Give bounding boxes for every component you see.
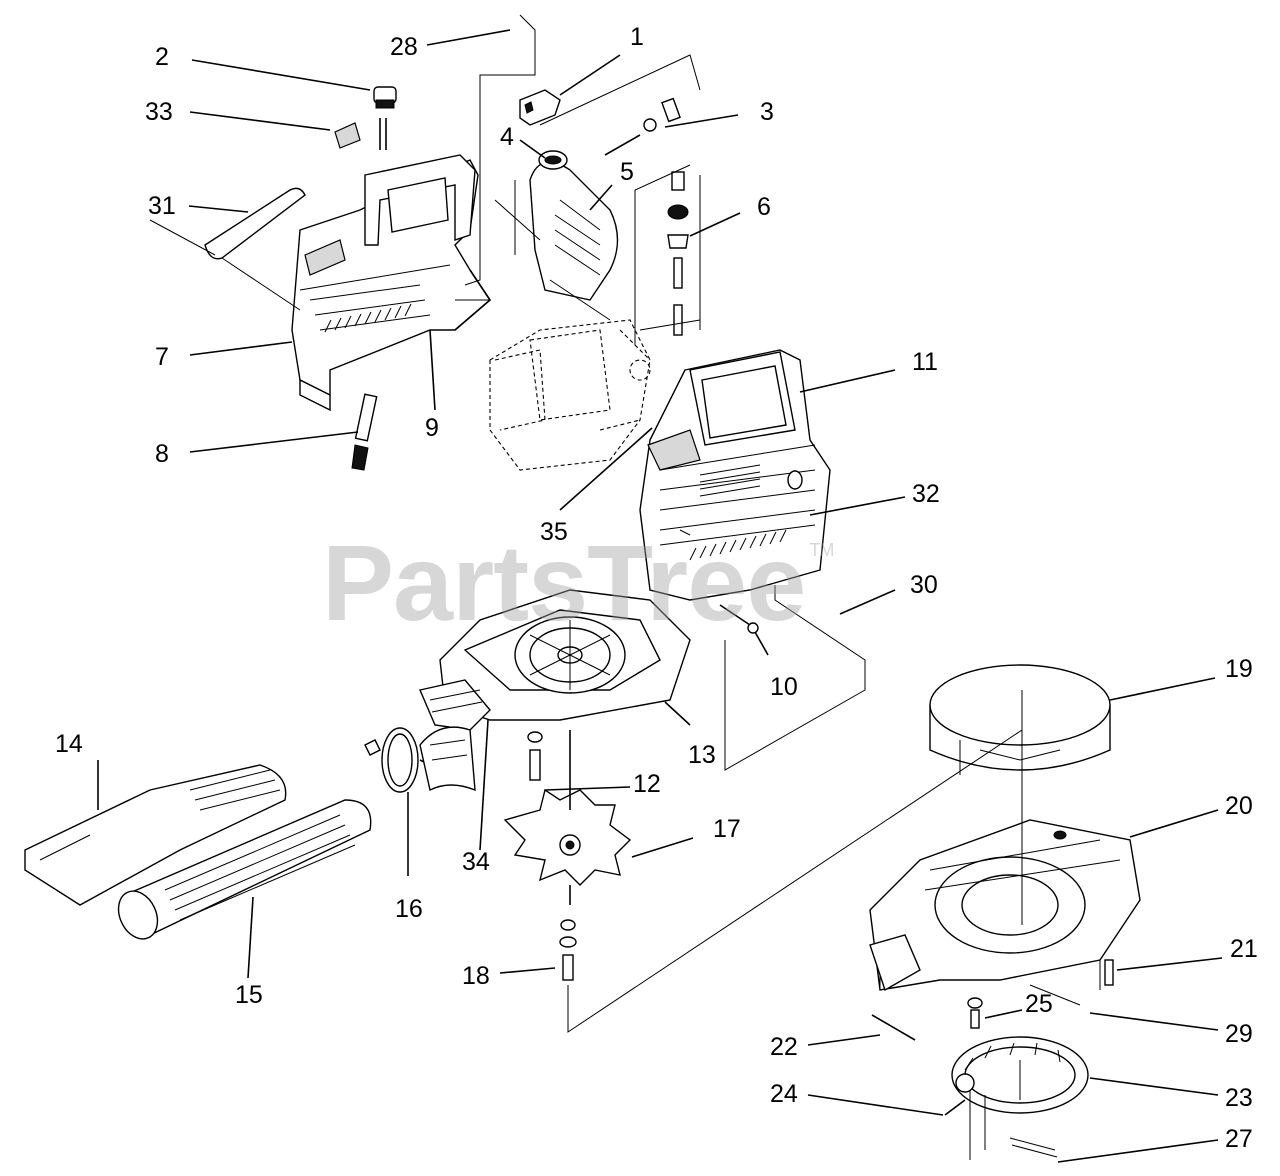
part-15-tube (117, 799, 372, 940)
callout-17: 17 (713, 815, 741, 843)
callout-28: 28 (390, 33, 418, 61)
part-29-pin (1029, 984, 1081, 1006)
part-18-stack (559, 919, 577, 981)
part-6-mount-stack (667, 171, 689, 336)
part-27-pin (1009, 1137, 1058, 1158)
part-14-nozzle (24, 764, 287, 906)
callout-27: 27 (1225, 1125, 1253, 1153)
callout-leader-lines (97, 29, 1223, 1163)
callout-15: 15 (235, 981, 263, 1009)
assembly-leader-lines-top (464, 14, 701, 345)
part-5-air-filter (529, 150, 619, 301)
part-20-lower-housing (869, 819, 1141, 992)
callout-32: 32 (912, 480, 940, 508)
callout-19: 19 (1225, 655, 1253, 683)
part-1-bracket (519, 89, 561, 126)
callout-11: 11 (912, 348, 938, 376)
part-16-clamp (364, 727, 457, 793)
callout-9: 9 (425, 414, 439, 442)
callout-6: 6 (757, 193, 771, 221)
callout-33: 33 (145, 98, 173, 126)
part-31-grip (149, 187, 306, 311)
part-11-32-shroud-right (639, 349, 831, 601)
callout-35: 35 (540, 518, 568, 546)
callout-24: 24 (770, 1080, 798, 1108)
part-19-band (929, 664, 1111, 775)
callout-8: 8 (155, 440, 169, 468)
callout-20: 20 (1225, 792, 1253, 820)
callout-34: 34 (462, 848, 490, 876)
callout-numbers: 28 1 2 33 3 4 5 6 31 7 9 8 11 35 32 30 1… (55, 23, 1258, 1153)
assembly-leader-lines-right (567, 529, 1023, 1160)
part-8-screw (351, 393, 378, 471)
callout-4: 4 (500, 123, 514, 151)
callout-18: 18 (462, 962, 490, 990)
callout-10: 10 (770, 673, 798, 701)
callout-12: 12 (633, 770, 661, 798)
callout-25: 25 (1025, 990, 1053, 1018)
callout-14: 14 (55, 730, 83, 758)
part-3-screw (604, 97, 681, 156)
callout-21: 21 (1230, 935, 1258, 963)
part-12-screw (527, 731, 543, 781)
callout-2: 2 (155, 43, 169, 71)
callout-5: 5 (620, 158, 634, 186)
callout-29: 29 (1225, 1020, 1253, 1048)
part-shroud-left (291, 154, 492, 412)
part-34-elbow (419, 726, 476, 792)
callout-13: 13 (688, 741, 716, 769)
part-25-bolt (967, 997, 983, 1029)
callout-16: 16 (395, 895, 423, 923)
callout-7: 7 (155, 343, 169, 371)
part-22-pin (871, 1014, 916, 1041)
callout-30: 30 (910, 571, 938, 599)
part-10-screw (719, 604, 759, 634)
callout-1: 1 (630, 23, 644, 51)
part-engine (489, 319, 651, 471)
callout-23: 23 (1225, 1084, 1253, 1112)
part-24-screw (944, 1099, 966, 1116)
part-21-bolt (1104, 959, 1114, 986)
callout-3: 3 (760, 98, 774, 126)
callout-22: 22 (770, 1033, 798, 1061)
callout-31: 31 (148, 192, 176, 220)
part-13-housing (419, 589, 691, 731)
part-2-knob (334, 86, 397, 150)
part-17-impeller (503, 730, 632, 905)
